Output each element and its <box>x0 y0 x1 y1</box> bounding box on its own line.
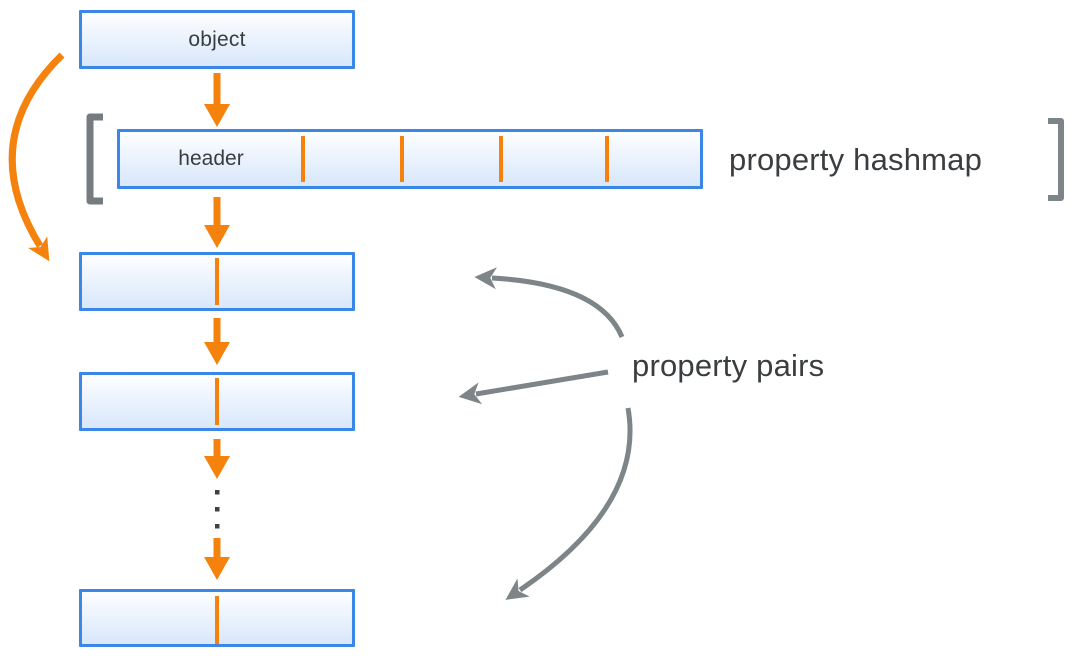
property-pair-box-1 <box>79 252 355 311</box>
property-pairs-label: property pairs <box>632 348 825 383</box>
property-pair-box-3 <box>79 589 355 647</box>
arrow-object-to-hashmap <box>204 73 230 127</box>
object-box: object <box>79 10 355 69</box>
object-box-label: object <box>188 28 246 51</box>
arrow-object-to-pair1-curved <box>8 52 65 262</box>
pairs-pointer-arrow-bottom <box>505 407 633 600</box>
vertical-ellipsis-icon <box>215 490 220 529</box>
header-box-label: header <box>178 147 244 170</box>
pairs-pointer-arrow-top <box>474 267 625 339</box>
left-bracket <box>86 113 103 205</box>
arrow-ellipsis-to-pair3 <box>204 538 230 580</box>
pairs-pointer-arrow-middle <box>458 369 609 405</box>
arrow-pair2-to-ellipsis <box>204 439 230 479</box>
arrow-hashmap-to-pair1 <box>204 197 230 248</box>
property-pair-box-2 <box>79 372 355 431</box>
hashmap-header-box: header <box>117 129 703 189</box>
arrow-pair1-to-pair2 <box>204 318 230 365</box>
right-bracket <box>1048 118 1064 201</box>
property-hashmap-label: property hashmap <box>729 142 983 177</box>
